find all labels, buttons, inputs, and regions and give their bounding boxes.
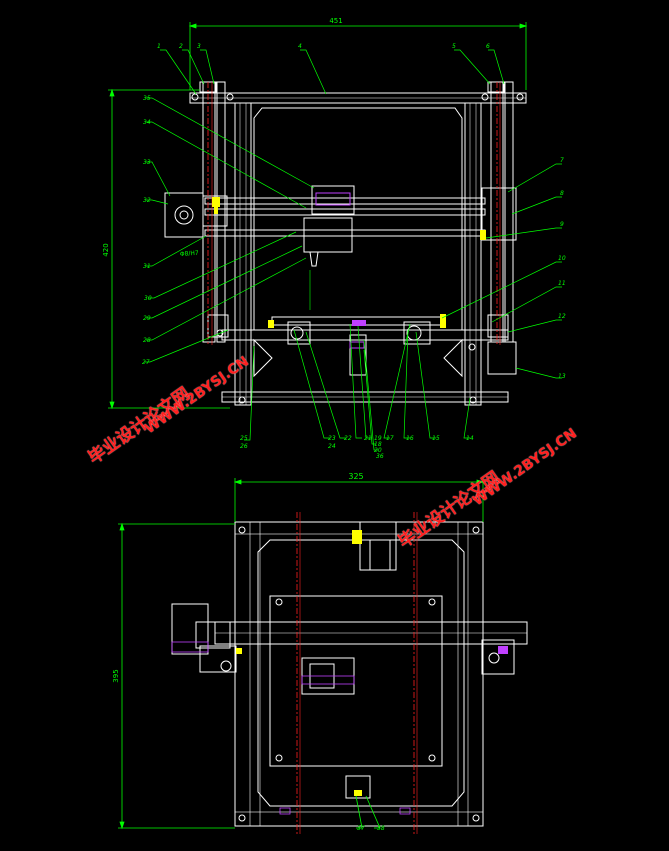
inner-frame <box>253 107 463 331</box>
leader-37: 37 <box>357 825 365 832</box>
left-motor <box>164 192 204 238</box>
leader-25: 25 <box>240 435 248 442</box>
leader-21: 21 <box>364 435 372 442</box>
top-view <box>171 521 528 827</box>
leader-1: 1 <box>157 43 161 50</box>
leader-28: 28 <box>143 337 151 344</box>
leader-18: 18 <box>374 441 382 448</box>
motor-annotation: Φ8/H7 <box>180 250 200 258</box>
leader-6: 6 <box>486 43 490 50</box>
leader-2: 2 <box>179 43 183 50</box>
leader-10: 10 <box>558 255 566 262</box>
leader-32: 32 <box>143 197 151 204</box>
leader-3: 3 <box>197 43 201 50</box>
front-view-details <box>207 82 501 349</box>
top-right-bracket <box>481 639 515 675</box>
top-dimensions <box>118 478 485 830</box>
leader-11: 11 <box>558 280 566 287</box>
dim-top-height: 395 <box>112 669 120 682</box>
leader-33: 33 <box>143 159 151 166</box>
top-frame-inner <box>257 539 465 807</box>
left-post <box>234 102 252 406</box>
right-slider <box>481 187 517 241</box>
leader-27: 27 <box>142 359 150 366</box>
leader-14: 14 <box>466 435 474 442</box>
top-frame-outer <box>234 521 484 827</box>
top-bed <box>269 595 443 767</box>
dim-front-width: 451 <box>329 17 342 25</box>
right-post <box>464 102 482 406</box>
print-head-body <box>303 217 353 253</box>
leader-16: 16 <box>406 435 414 442</box>
leader-26: 26 <box>240 443 248 450</box>
bed-support <box>349 334 367 376</box>
leader-31: 31 <box>143 263 151 270</box>
right-z-guide <box>504 81 514 343</box>
top-left-bracket <box>199 645 237 673</box>
leader-7: 7 <box>560 157 564 164</box>
top-left-motor <box>171 603 209 655</box>
nozzle <box>309 251 319 267</box>
leader-8: 8 <box>560 190 564 197</box>
leader-34: 34 <box>143 119 151 126</box>
leader-35: 35 <box>143 95 151 102</box>
dim-top-width: 325 <box>348 472 363 481</box>
leader-38: 38 <box>377 825 385 832</box>
leader-36: 36 <box>376 453 384 460</box>
x-guide-rail-top <box>204 197 486 205</box>
leader-22: 22 <box>344 435 352 442</box>
top-view-details <box>171 512 508 834</box>
leader-29: 29 <box>143 315 151 322</box>
leader-15: 15 <box>432 435 440 442</box>
leader-12: 12 <box>558 313 566 320</box>
leader-9: 9 <box>560 221 564 228</box>
leader-24: 24 <box>328 443 336 450</box>
leader-4: 4 <box>298 43 302 50</box>
x-guide-rail-mid <box>204 208 486 216</box>
front-balloons: 1 2 3 4 5 6 7 8 9 10 11 12 13 14 15 16 1… <box>142 43 566 460</box>
right-motor-bottom <box>487 341 517 375</box>
print-head-top <box>311 185 355 215</box>
dim-front-height: 420 <box>102 243 110 256</box>
leader-17: 17 <box>386 435 394 442</box>
front-view <box>164 81 527 406</box>
leader-5: 5 <box>452 43 456 50</box>
leader-19: 19 <box>374 435 382 442</box>
leader-13: 13 <box>558 373 566 380</box>
leader-30: 30 <box>144 295 152 302</box>
leader-20: 20 <box>374 447 382 454</box>
front-leader-lines <box>144 49 562 451</box>
x-guide-rail-low <box>204 229 486 237</box>
leader-23: 23 <box>328 435 336 442</box>
front-dimensions <box>108 22 528 410</box>
